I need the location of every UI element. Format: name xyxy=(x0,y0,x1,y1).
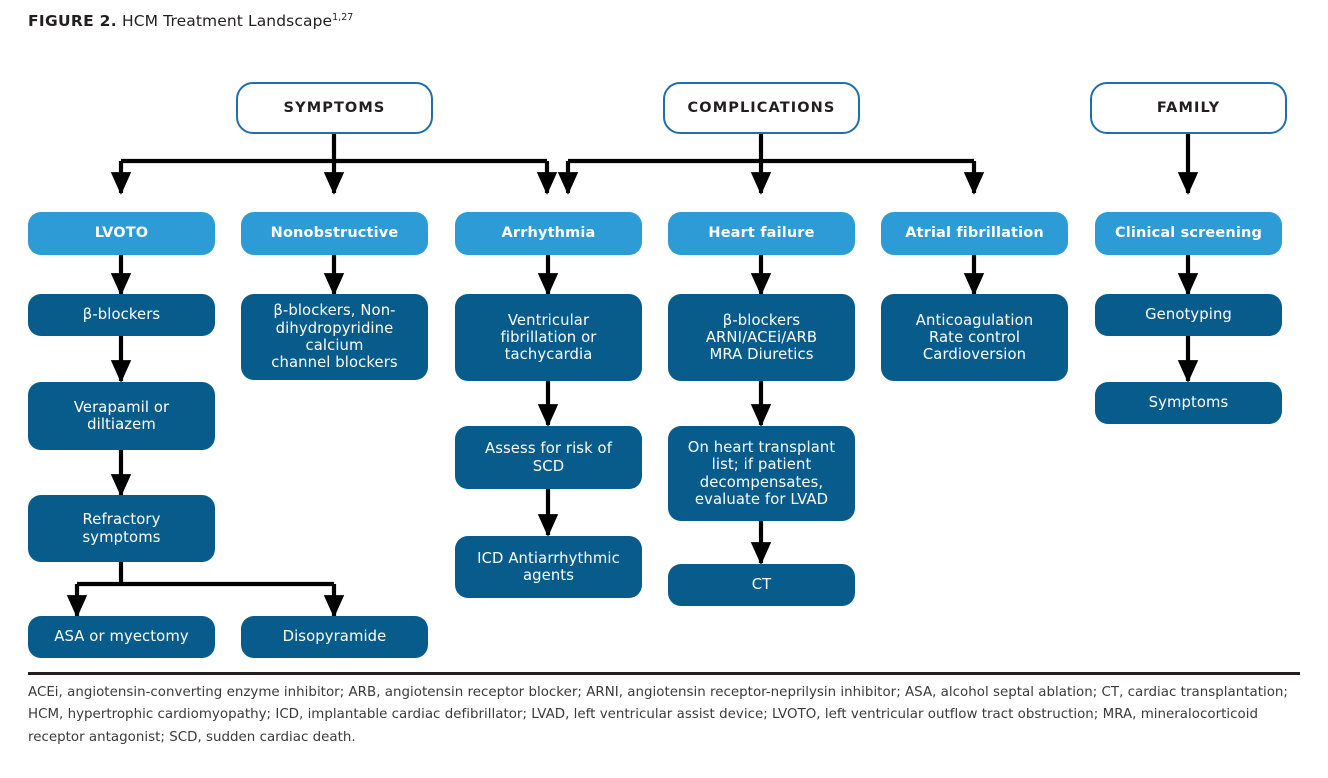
treatment-node-ct[interactable]: CT xyxy=(668,564,855,606)
root-node-complications[interactable]: COMPLICATIONS xyxy=(663,82,860,134)
category-node-lvoto-label: LVOTO xyxy=(94,225,149,242)
treatment-node-asa-myectomy-label: ASA or myectomy xyxy=(54,628,189,646)
treatment-node-refractory-symptoms[interactable]: Refractory symptoms xyxy=(28,495,215,562)
root-node-complications-label: COMPLICATIONS xyxy=(687,99,836,116)
treatment-node-verapamil-diltiazem-label: Verapamil or diltiazem xyxy=(73,398,170,433)
treatment-node-disopyramide-label: Disopyramide xyxy=(282,628,387,646)
treatment-node-icd-antiarrhythmic[interactable]: ICD Antiarrhythmic agents xyxy=(455,536,642,598)
treatment-node-heart-failure-medications[interactable]: β-blockers ARNI/ACEi/ARB MRA Diuretics xyxy=(668,294,855,381)
treatment-node-beta-blockers-label: β-blockers xyxy=(82,306,161,324)
treatment-node-heart-failure-medications-label: β-blockers ARNI/ACEi/ARB MRA Diuretics xyxy=(705,311,818,364)
category-node-arrhythmia[interactable]: Arrhythmia xyxy=(455,212,642,255)
treatment-node-af-management[interactable]: Anticoagulation Rate control Cardioversi… xyxy=(881,294,1068,381)
treatment-node-icd-antiarrhythmic-label: ICD Antiarrhythmic agents xyxy=(477,549,620,584)
treatment-node-refractory-symptoms-label: Refractory symptoms xyxy=(82,511,161,546)
figure-number: FIGURE 2. xyxy=(28,12,117,31)
category-node-atrial-fibrillation[interactable]: Atrial fibrillation xyxy=(881,212,1068,255)
treatment-node-genotyping-label: Genotyping xyxy=(1145,306,1232,324)
category-node-heart-failure[interactable]: Heart failure xyxy=(668,212,855,255)
treatment-node-assess-scd[interactable]: Assess for risk of SCD xyxy=(455,426,642,489)
treatment-node-asa-myectomy[interactable]: ASA or myectomy xyxy=(28,616,215,658)
root-node-symptoms-label: SYMPTOMS xyxy=(283,99,386,116)
treatment-node-calcium-channel-blockers[interactable]: β-blockers, Non- dihydropyridine calcium… xyxy=(241,294,428,380)
treatment-node-verapamil-diltiazem[interactable]: Verapamil or diltiazem xyxy=(28,382,215,450)
root-node-family[interactable]: FAMILY xyxy=(1090,82,1287,134)
category-node-clinical-screening[interactable]: Clinical screening xyxy=(1095,212,1282,255)
figure-title: FIGURE 2. HCM Treatment Landscape1,27 xyxy=(28,12,353,30)
category-node-nonobstructive[interactable]: Nonobstructive xyxy=(241,212,428,255)
treatment-node-af-management-label: Anticoagulation Rate control Cardioversi… xyxy=(915,311,1034,364)
treatment-node-beta-blockers[interactable]: β-blockers xyxy=(28,294,215,336)
treatment-node-ventricular-fibrillation-tachycardia[interactable]: Ventricular fibrillation or tachycardia xyxy=(455,294,642,381)
footnote-abbreviations: ACEi, angiotensin-converting enzyme inhi… xyxy=(28,685,1288,745)
treatment-node-ventricular-fibrillation-tachycardia-label: Ventricular fibrillation or tachycardia xyxy=(500,311,597,364)
figure-citation-superscript: 1,27 xyxy=(332,12,354,23)
category-node-arrhythmia-label: Arrhythmia xyxy=(501,225,596,242)
category-node-heart-failure-label: Heart failure xyxy=(708,225,815,242)
treatment-node-ct-label: CT xyxy=(751,576,772,594)
treatment-node-transplant-lvad-label: On heart transplant list; if patient dec… xyxy=(687,438,836,508)
footnote-divider xyxy=(28,672,1300,675)
category-node-atrial-fibrillation-label: Atrial fibrillation xyxy=(905,225,1044,242)
category-node-nonobstructive-label: Nonobstructive xyxy=(270,225,399,242)
treatment-node-disopyramide[interactable]: Disopyramide xyxy=(241,616,428,658)
root-node-symptoms[interactable]: SYMPTOMS xyxy=(236,82,433,134)
treatment-node-genotyping[interactable]: Genotyping xyxy=(1095,294,1282,336)
root-node-family-label: FAMILY xyxy=(1156,99,1221,116)
category-node-lvoto[interactable]: LVOTO xyxy=(28,212,215,255)
treatment-node-symptoms-outcome[interactable]: Symptoms xyxy=(1095,382,1282,424)
category-node-clinical-screening-label: Clinical screening xyxy=(1114,225,1262,242)
treatment-node-transplant-lvad[interactable]: On heart transplant list; if patient dec… xyxy=(668,426,855,521)
treatment-node-assess-scd-label: Assess for risk of SCD xyxy=(484,440,613,475)
treatment-node-symptoms-outcome-label: Symptoms xyxy=(1148,394,1229,412)
figure-title-text: HCM Treatment Landscape xyxy=(116,12,333,31)
treatment-node-calcium-channel-blockers-label: β-blockers, Non- dihydropyridine calcium… xyxy=(271,302,398,372)
